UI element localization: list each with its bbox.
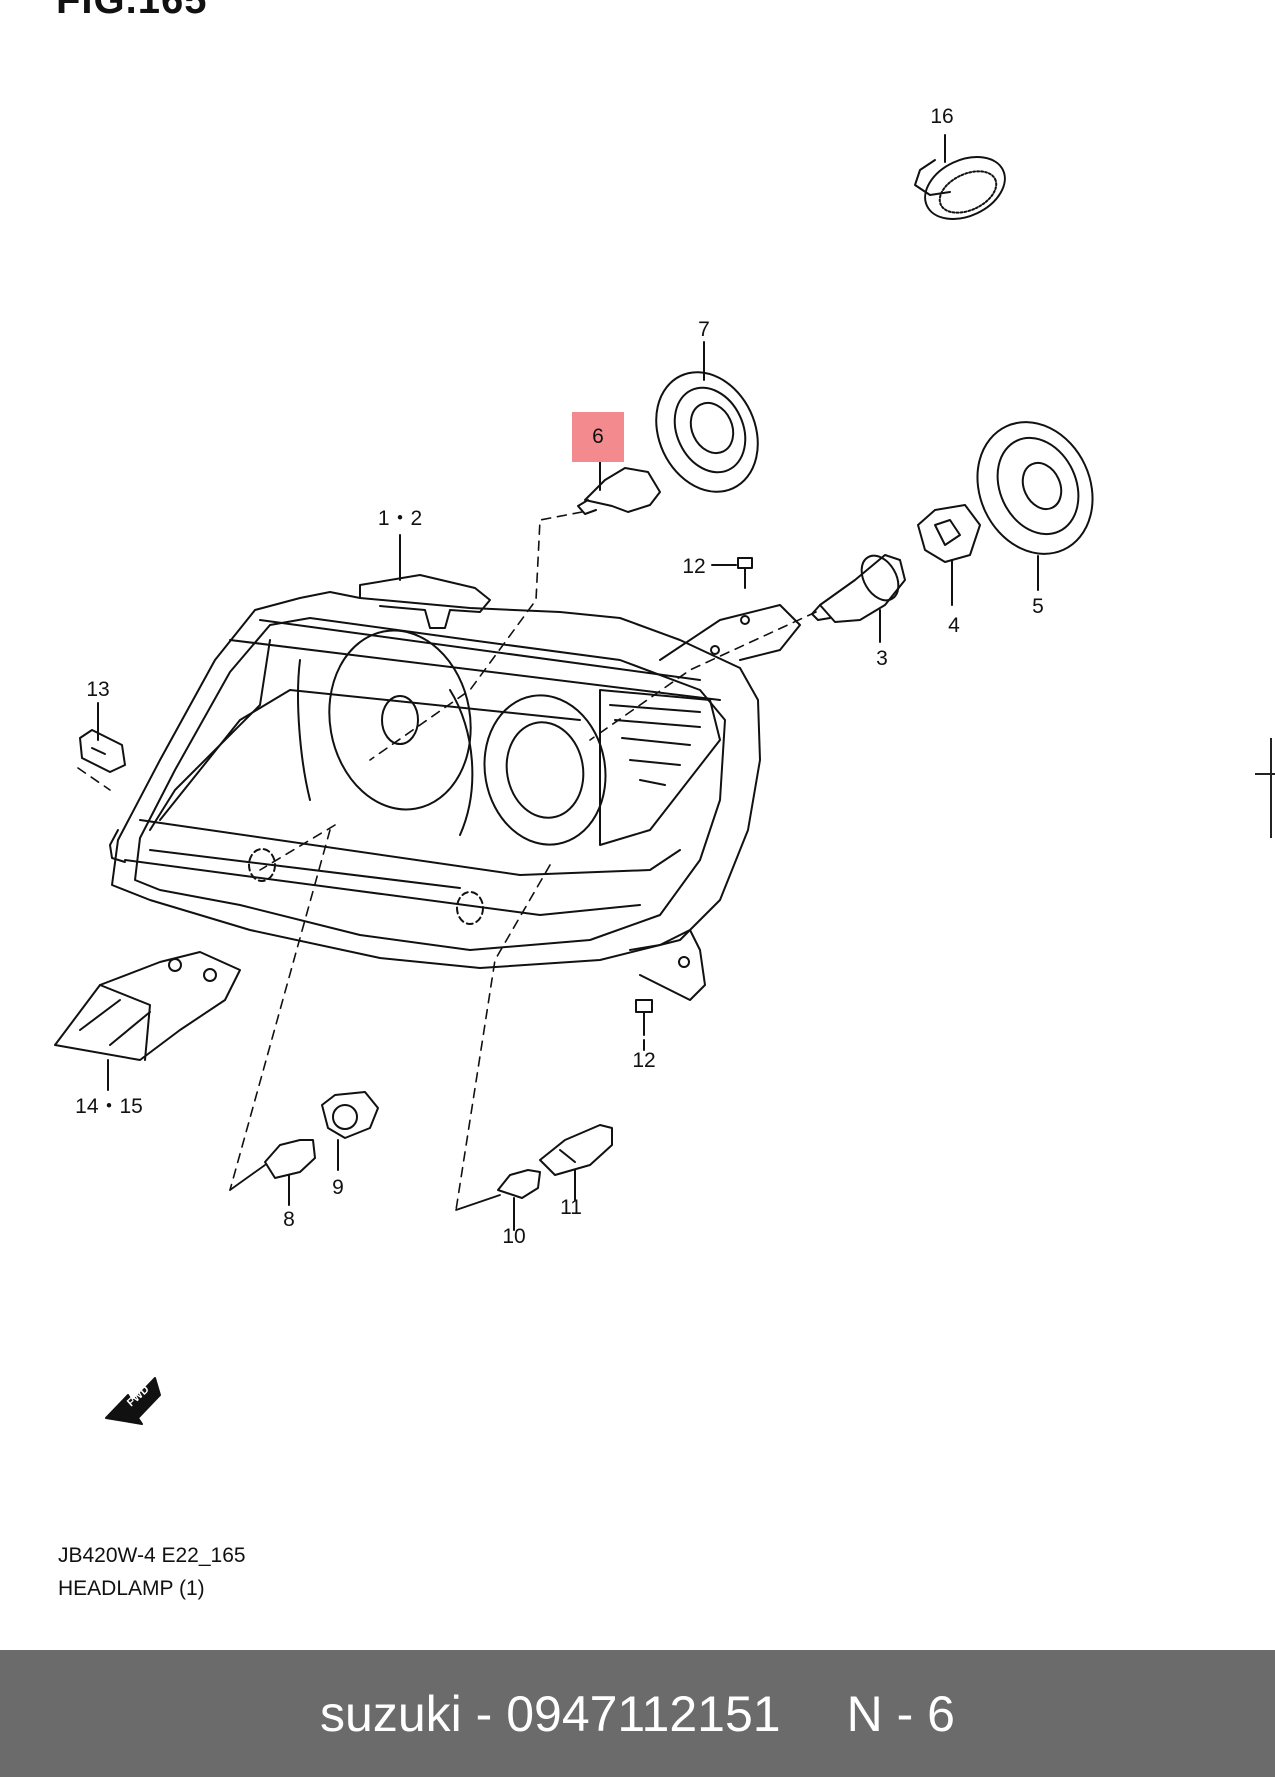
right-edge-tick-horizontal	[1255, 773, 1275, 775]
callout-4[interactable]: 4	[948, 614, 960, 637]
headlamp-exploded-diagram: FWD	[54, 134, 1094, 1425]
callout-3[interactable]: 3	[876, 647, 888, 670]
bulb-6	[577, 467, 661, 515]
callout-6-highlighted[interactable]: 6	[572, 412, 624, 462]
clip-13	[79, 729, 126, 773]
callout-13[interactable]: 13	[86, 678, 110, 701]
callout-9[interactable]: 9	[332, 1176, 344, 1199]
socket-9	[321, 1091, 379, 1139]
footer-bar: suzuki - 0947112151 N - 6	[0, 1650, 1275, 1777]
figure-label: FIG.165	[56, 0, 208, 22]
bolt-12-upper	[737, 557, 753, 589]
callout-5[interactable]: 5	[1032, 595, 1044, 618]
callout-14-15[interactable]: 14・15	[75, 1095, 143, 1118]
callout-10[interactable]: 10	[502, 1225, 526, 1248]
callout-7[interactable]: 7	[698, 318, 710, 341]
socket-11	[539, 1124, 613, 1176]
side-marker-lamp	[914, 156, 1006, 220]
cover-14-15	[54, 951, 241, 1061]
assembly-lines	[77, 511, 817, 1211]
bolt-12-lower	[635, 999, 653, 1036]
callout-11[interactable]: 11	[560, 1196, 582, 1219]
callout-12-lower[interactable]: 12	[632, 1049, 656, 1072]
diagram-title: HEADLAMP (1)	[58, 1577, 205, 1600]
diagram-code: JB420W-4 E22_165	[58, 1544, 246, 1567]
callout-16[interactable]: 16	[930, 105, 954, 128]
bulb-3	[811, 554, 906, 623]
callout-12-upper[interactable]: 12	[682, 555, 706, 578]
bulb-bracket-lines	[229, 1164, 501, 1211]
headlamp-housing	[109, 574, 801, 1001]
fwd-arrow	[105, 1377, 161, 1425]
leader-lines	[97, 134, 1039, 1231]
footer-reference: N - 6	[846, 1685, 955, 1742]
bulb-cover-5	[976, 421, 1094, 555]
socket-4	[917, 504, 981, 563]
bulb-cover-7	[655, 371, 759, 493]
bulb-8	[264, 1139, 316, 1179]
bulb-10	[497, 1169, 541, 1199]
callout-1-2[interactable]: 1・2	[377, 507, 423, 530]
callout-8[interactable]: 8	[283, 1208, 295, 1231]
footer-part-number: suzuki - 0947112151	[320, 1685, 781, 1742]
right-edge-tick	[1270, 738, 1272, 838]
